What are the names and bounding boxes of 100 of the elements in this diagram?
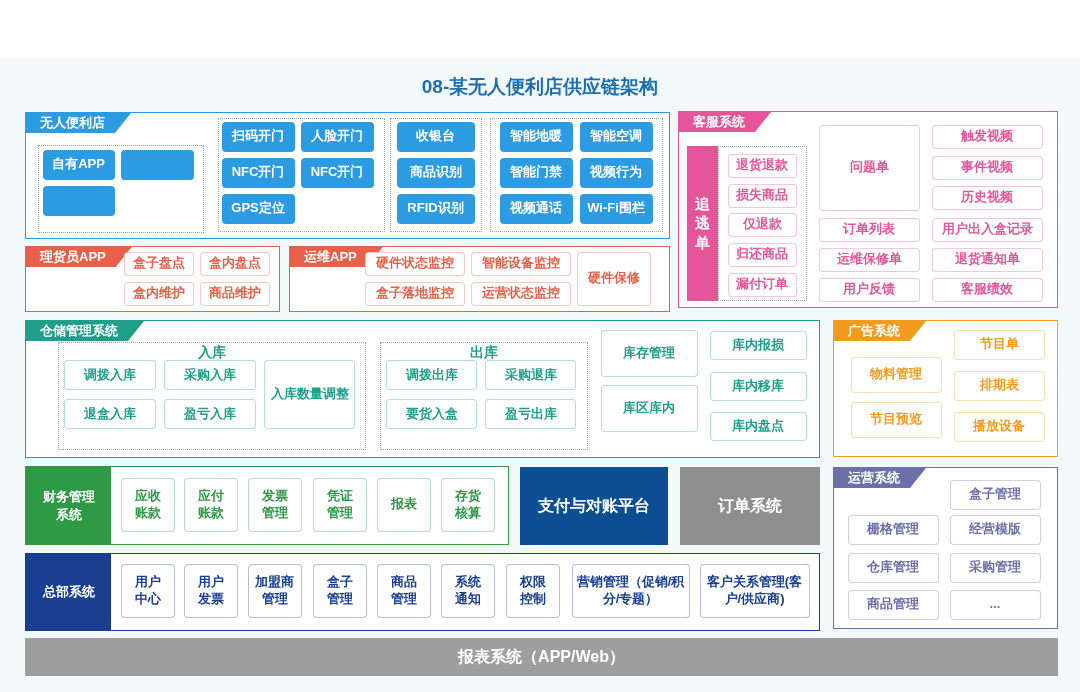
- module-box: 订单列表: [818, 217, 920, 242]
- module-box: 库内移库: [709, 371, 807, 401]
- module-box: 智能门禁: [499, 157, 573, 188]
- module-box: 盒内维护: [123, 281, 194, 306]
- module-box: 商品管理: [847, 589, 939, 620]
- module-box: 商品维护: [199, 281, 270, 306]
- module-box: 播放设备: [953, 411, 1045, 442]
- module-box: 调拨入库: [64, 360, 156, 390]
- module-box: 节目单: [953, 329, 1045, 360]
- module-box: 视频行为: [579, 157, 653, 188]
- module-box: 用户中心: [120, 563, 175, 618]
- module-box: 库内盘点: [709, 411, 807, 441]
- module-box: 智能空调: [579, 121, 653, 152]
- group-title: 出库: [468, 343, 499, 362]
- system-block: 报表系统（APP/Web）: [25, 638, 1058, 676]
- section-panel: [833, 320, 1058, 457]
- module-box: 应收账款: [120, 477, 175, 532]
- module-box: 盒内盘点: [199, 251, 270, 276]
- module-box: 采购退库: [485, 360, 576, 390]
- module-box: 采购入库: [164, 360, 256, 390]
- module-box: GPS定位: [221, 193, 295, 224]
- module-box: 权限控制: [505, 563, 560, 618]
- module-box: 硬件保修: [576, 251, 651, 306]
- module-box: 智能设备监控: [470, 251, 571, 276]
- group-frame: [57, 341, 366, 450]
- module-box: 盒子盘点: [123, 251, 194, 276]
- module-box: 视频通话: [499, 193, 573, 224]
- section-panel: [25, 246, 280, 312]
- module-box: 采购管理: [949, 552, 1041, 583]
- section-tab: 理货员APP: [26, 247, 132, 267]
- module-box: 损失商品: [727, 183, 797, 208]
- module-box: 系统通知: [440, 563, 495, 618]
- group-frame: [379, 341, 588, 450]
- section-panel: [833, 467, 1058, 629]
- system-block: 订单系统: [680, 467, 820, 545]
- module-box: 报表: [376, 477, 431, 532]
- module-box: 商品识别: [396, 157, 475, 188]
- module-box: 栅格管理: [847, 514, 939, 545]
- module-box: 归还商品: [727, 242, 797, 267]
- module-box: 运营状态监控: [470, 281, 571, 306]
- module-box: 要货入盒: [386, 399, 477, 429]
- section-panel: [25, 112, 670, 239]
- module-box: 客户关系管理(客户/供应商): [699, 563, 810, 618]
- section-band: 财务管理系统: [26, 467, 111, 544]
- section-panel: [678, 111, 1058, 308]
- module-box: 物料管理: [850, 356, 942, 393]
- module-box: 应付账款: [183, 477, 238, 532]
- module-box: ...: [949, 589, 1041, 620]
- module-box: 库内报损: [709, 330, 807, 360]
- module-box: 退货退款: [727, 153, 797, 178]
- module-box: 库区库内: [600, 384, 698, 432]
- module-box: 盒子落地监控: [364, 281, 465, 306]
- module-box: 用户出入盒记录: [931, 217, 1043, 242]
- module-box: 发票管理: [247, 477, 302, 532]
- module-box: 人脸开门: [300, 121, 374, 152]
- section-tab: 仓储管理系统: [26, 321, 144, 341]
- module-box: 商品管理: [376, 563, 431, 618]
- module-box: 加盟商管理: [247, 563, 302, 618]
- module-box: 收银台: [396, 121, 475, 152]
- module-box: 退货通知单: [931, 247, 1043, 272]
- module-box: RFID识别: [396, 193, 475, 224]
- section-panel: [289, 246, 670, 312]
- module-box: 扫码开门: [221, 121, 295, 152]
- module-box: 用户反馈: [818, 277, 920, 302]
- section-tab: 运营系统: [834, 468, 926, 488]
- module-box: 经营模版: [949, 514, 1041, 545]
- module-box: 历史视频: [931, 185, 1043, 210]
- section-band: 总部系统: [26, 554, 111, 630]
- module-box: 运维保修单: [818, 247, 920, 272]
- system-block: 支付与对账平台: [520, 467, 668, 545]
- group-title: 入库: [196, 343, 227, 362]
- section-tab: 广告系统: [834, 321, 926, 341]
- module-box: NFC开门: [221, 157, 295, 188]
- module-box: 事件视频: [931, 155, 1043, 180]
- module-box: [42, 185, 115, 216]
- module-box: 盈亏入库: [164, 399, 256, 429]
- module-box: 盒子管理: [312, 563, 367, 618]
- module-box: 客服绩效: [931, 277, 1043, 302]
- module-box: 盈亏出库: [485, 399, 576, 429]
- module-box: Wi-Fi围栏: [579, 193, 653, 224]
- module-box: 入库数量调整: [264, 360, 355, 429]
- module-box: 凭证管理: [312, 477, 367, 532]
- section-panel: [25, 553, 820, 631]
- module-box: 漏付订单: [727, 272, 797, 297]
- module-box: 退盒入库: [64, 399, 156, 429]
- section-tab: 无人便利店: [26, 113, 131, 133]
- module-box: 节目预览: [850, 401, 942, 438]
- module-box: 问题单: [818, 124, 920, 211]
- module-box: 自有APP: [42, 149, 115, 180]
- module-box: [120, 149, 194, 180]
- module-box: 仓库管理: [847, 552, 939, 583]
- module-box: 智能地暖: [499, 121, 573, 152]
- section-panel: [25, 466, 509, 545]
- section-panel: [25, 320, 820, 458]
- module-box: 存货核算: [440, 477, 495, 532]
- section-tab: 客服系统: [679, 112, 771, 132]
- diagram-title: 08-某无人便利店供应链架构: [420, 75, 660, 99]
- module-box: 盒子管理: [949, 479, 1041, 510]
- module-box: 调拨出库: [386, 360, 477, 390]
- module-box: 排期表: [953, 370, 1045, 401]
